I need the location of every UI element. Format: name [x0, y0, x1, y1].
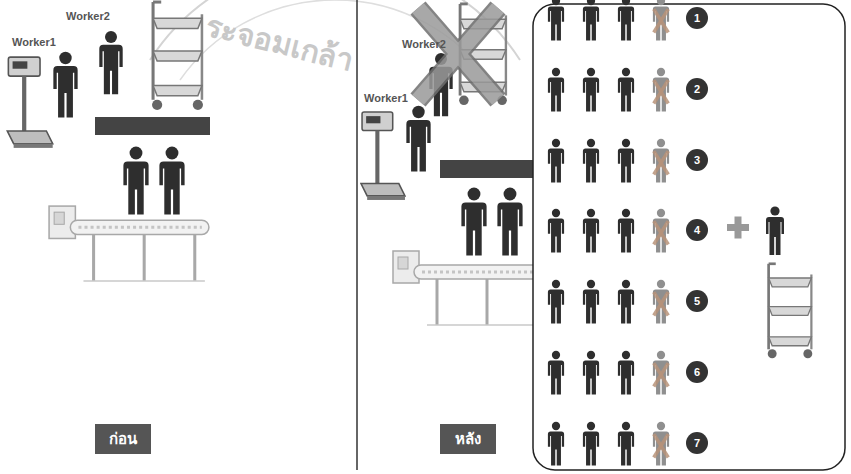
worker-icon	[583, 351, 599, 395]
removed-worker-icon	[653, 280, 669, 324]
node-text: ก่อน	[109, 427, 137, 451]
worker-icon	[583, 209, 599, 253]
plus-sign	[727, 217, 749, 239]
callout-number: 4	[686, 219, 708, 241]
node-text: 7	[694, 437, 700, 449]
worker-icon	[548, 351, 564, 395]
node-text: 2	[694, 83, 700, 95]
worker-label: Worker1	[364, 92, 408, 104]
worker-icon	[548, 139, 564, 183]
summary-panel	[533, 4, 845, 470]
removed-worker-icon	[653, 68, 669, 112]
node-text: 3	[694, 154, 700, 166]
worker-row	[548, 422, 669, 466]
worker-label: Worker2	[66, 10, 110, 22]
worker-row	[548, 209, 669, 253]
conveyor-icon	[393, 251, 551, 325]
callout-number: 3	[686, 149, 708, 171]
worker-icon	[123, 147, 148, 215]
removed-worker-icon	[653, 422, 669, 466]
node-text: 6	[694, 366, 700, 378]
watermark: ระจอมเกล้า	[201, 2, 359, 84]
worker-icon	[159, 147, 184, 215]
worker-icon	[548, 68, 564, 112]
worker-label: Worker2	[402, 38, 446, 50]
node-text: 1	[694, 12, 700, 24]
callout-number: 7	[686, 432, 708, 454]
worker-icon	[53, 52, 77, 118]
worker-icon	[583, 422, 599, 466]
callout-number: 6	[686, 361, 708, 383]
callout-number: 2	[686, 78, 708, 100]
worker-icon	[548, 0, 564, 41]
callout-number: 1	[686, 7, 708, 29]
worker-row	[548, 0, 669, 41]
worker-icon	[618, 139, 634, 183]
worker-icon	[461, 188, 486, 256]
divider-line	[356, 0, 358, 470]
node-text: 5	[694, 295, 700, 307]
worker-icon	[618, 280, 634, 324]
remove-cross	[418, 8, 498, 100]
worker-icon	[99, 31, 122, 94]
worker-row	[548, 139, 669, 183]
removed-worker-icon	[653, 0, 669, 41]
worker-icon	[548, 209, 564, 253]
worker-icon	[766, 206, 784, 255]
worker-icon	[406, 106, 430, 172]
worker-icon	[583, 68, 599, 112]
worker-row	[548, 280, 669, 324]
worker-icon	[618, 68, 634, 112]
worker-icon	[583, 280, 599, 324]
node-text: หลัง	[455, 427, 481, 451]
worker-icon	[548, 422, 564, 466]
node-text: 4	[694, 224, 700, 236]
cart-icon	[768, 264, 813, 358]
work-bar	[95, 117, 210, 135]
worker-label: Worker1	[12, 36, 56, 48]
removed-worker-icon	[653, 351, 669, 395]
panel-tag: หลัง	[440, 424, 496, 454]
worker-icon	[618, 0, 634, 41]
conveyor-icon	[49, 206, 209, 281]
removed-worker-icon	[653, 209, 669, 253]
worker-icon	[497, 188, 522, 256]
worker-icon	[618, 209, 634, 253]
worker-icon	[583, 139, 599, 183]
worker-icon	[583, 0, 599, 41]
callout-number: 5	[686, 290, 708, 312]
worker-icon	[548, 280, 564, 324]
worker-row	[548, 351, 669, 395]
worker-icon	[618, 351, 634, 395]
cart-icon	[152, 2, 203, 110]
worker-row	[548, 68, 669, 112]
scale-icon	[361, 112, 405, 200]
removed-worker-icon	[653, 139, 669, 183]
scale-icon	[7, 57, 52, 148]
worker-icon	[618, 422, 634, 466]
panel-tag: ก่อน	[95, 424, 151, 454]
